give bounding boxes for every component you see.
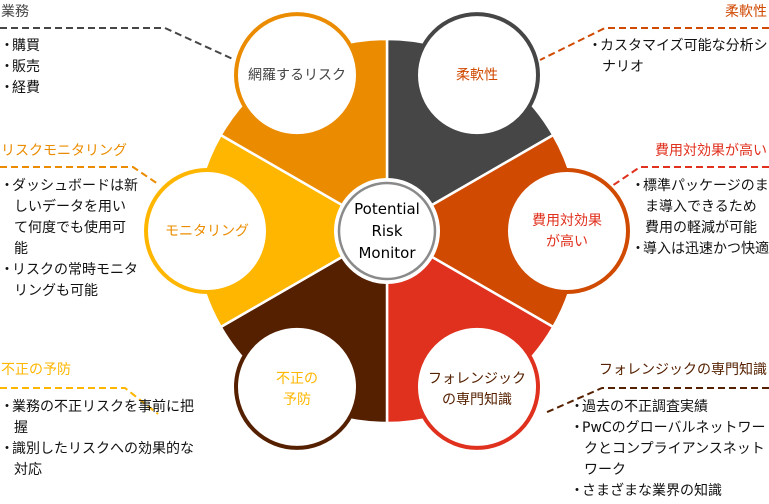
circle-label-line: が高い bbox=[546, 234, 588, 250]
bullets-flexibility: カスタマイズ可能な分析シナリオ bbox=[590, 36, 769, 78]
bullets-operations: 購買 販売 経費 bbox=[2, 36, 152, 99]
bullet-item: さまざまな業界の知識 bbox=[572, 481, 769, 502]
circle-label-flexibility: 柔軟性 bbox=[417, 66, 537, 87]
center-label: Potential Risk Monitor bbox=[337, 198, 437, 264]
connector-monitoring bbox=[0, 166, 159, 185]
circle-label-coverage: 網羅するリスク bbox=[237, 66, 357, 87]
bullet-item: カスタマイズ可能な分析シナリオ bbox=[590, 36, 769, 78]
bullets-prevention: 業務の不正リスクを事前に把握 識別したリスクへの効果的な対応 bbox=[2, 397, 202, 481]
heading-flexibility: 柔軟性 bbox=[725, 4, 767, 20]
circle-label-line: の専門知識 bbox=[442, 392, 512, 408]
heading-cost: 費用対効果が高い bbox=[655, 143, 767, 159]
circle-label-forensic: フォレンジックの専門知識 bbox=[417, 369, 537, 411]
connector-coverage bbox=[0, 27, 236, 61]
circle-label-line: 網羅するリスク bbox=[248, 67, 346, 84]
circle-label-line: 費用対効果 bbox=[532, 213, 602, 229]
bullet-item: 業務の不正リスクを事前に把握 bbox=[2, 397, 202, 439]
center-line: Potential bbox=[354, 200, 420, 218]
connector-prevention bbox=[0, 387, 159, 415]
bullet-item: 購買 bbox=[2, 36, 152, 57]
circle-forensic bbox=[234, 323, 360, 450]
bullet-item: 過去の不正調査実績 bbox=[572, 397, 769, 418]
bullet-item: 導入は迅速かつ快適 bbox=[633, 239, 769, 260]
bullet-item: 販売 bbox=[2, 57, 152, 78]
circle-label-line: 不正の bbox=[276, 371, 318, 387]
center-line: Risk bbox=[371, 222, 403, 240]
circle-label-line: 予防 bbox=[283, 392, 311, 408]
center-line: Monitor bbox=[358, 244, 416, 262]
circle-flexibility bbox=[504, 168, 630, 294]
bullet-item: リスクの常時モニタリングも可能 bbox=[2, 260, 138, 302]
circle-label-prevention: 不正の予防 bbox=[237, 369, 357, 411]
connector-flexibility bbox=[539, 27, 769, 61]
bullets-monitoring: ダッシュボードは新しいデータを用いて何度でも使用可能 リスクの常時モニタリングも… bbox=[2, 176, 138, 302]
circle-label-line: 柔軟性 bbox=[456, 67, 498, 84]
bullet-item: 経費 bbox=[2, 78, 152, 99]
bullet-item: 標準パッケージのまま導入できるため費用の軽減が可能 bbox=[633, 176, 769, 239]
heading-monitoring: リスクモニタリング bbox=[1, 143, 127, 159]
heading-forensic: フォレンジックの専門知識 bbox=[599, 362, 767, 378]
circle-monitoring bbox=[234, 12, 360, 139]
circle-label-line: フォレンジック bbox=[428, 371, 526, 387]
circle-label-line: モニタリング bbox=[165, 223, 249, 240]
bullet-item: 識別したリスクへの効果的な対応 bbox=[2, 439, 202, 481]
center-circle bbox=[337, 181, 437, 281]
circle-label-monitoring: モニタリング bbox=[147, 222, 267, 243]
bullets-cost: 標準パッケージのまま導入できるため費用の軽減が可能 導入は迅速かつ快適 bbox=[633, 176, 769, 260]
bullets-forensic: 過去の不正調査実績 PwCのグローバルネットワークとコンプライアンスネットワーク… bbox=[572, 397, 769, 502]
heading-prevention: 不正の予防 bbox=[1, 362, 71, 378]
bullet-item: PwCのグローバルネットワークとコンプライアンスネットワーク bbox=[572, 418, 769, 481]
heading-operations: 業務 bbox=[1, 4, 29, 20]
circle-label-cost: 費用対効果が高い bbox=[507, 211, 627, 253]
circle-cost bbox=[414, 323, 540, 450]
connector-forensic bbox=[544, 387, 769, 414]
circle-coverage bbox=[414, 12, 540, 139]
bullet-item: ダッシュボードは新しいデータを用いて何度でも使用可能 bbox=[2, 176, 138, 260]
circle-prevention bbox=[144, 168, 270, 294]
